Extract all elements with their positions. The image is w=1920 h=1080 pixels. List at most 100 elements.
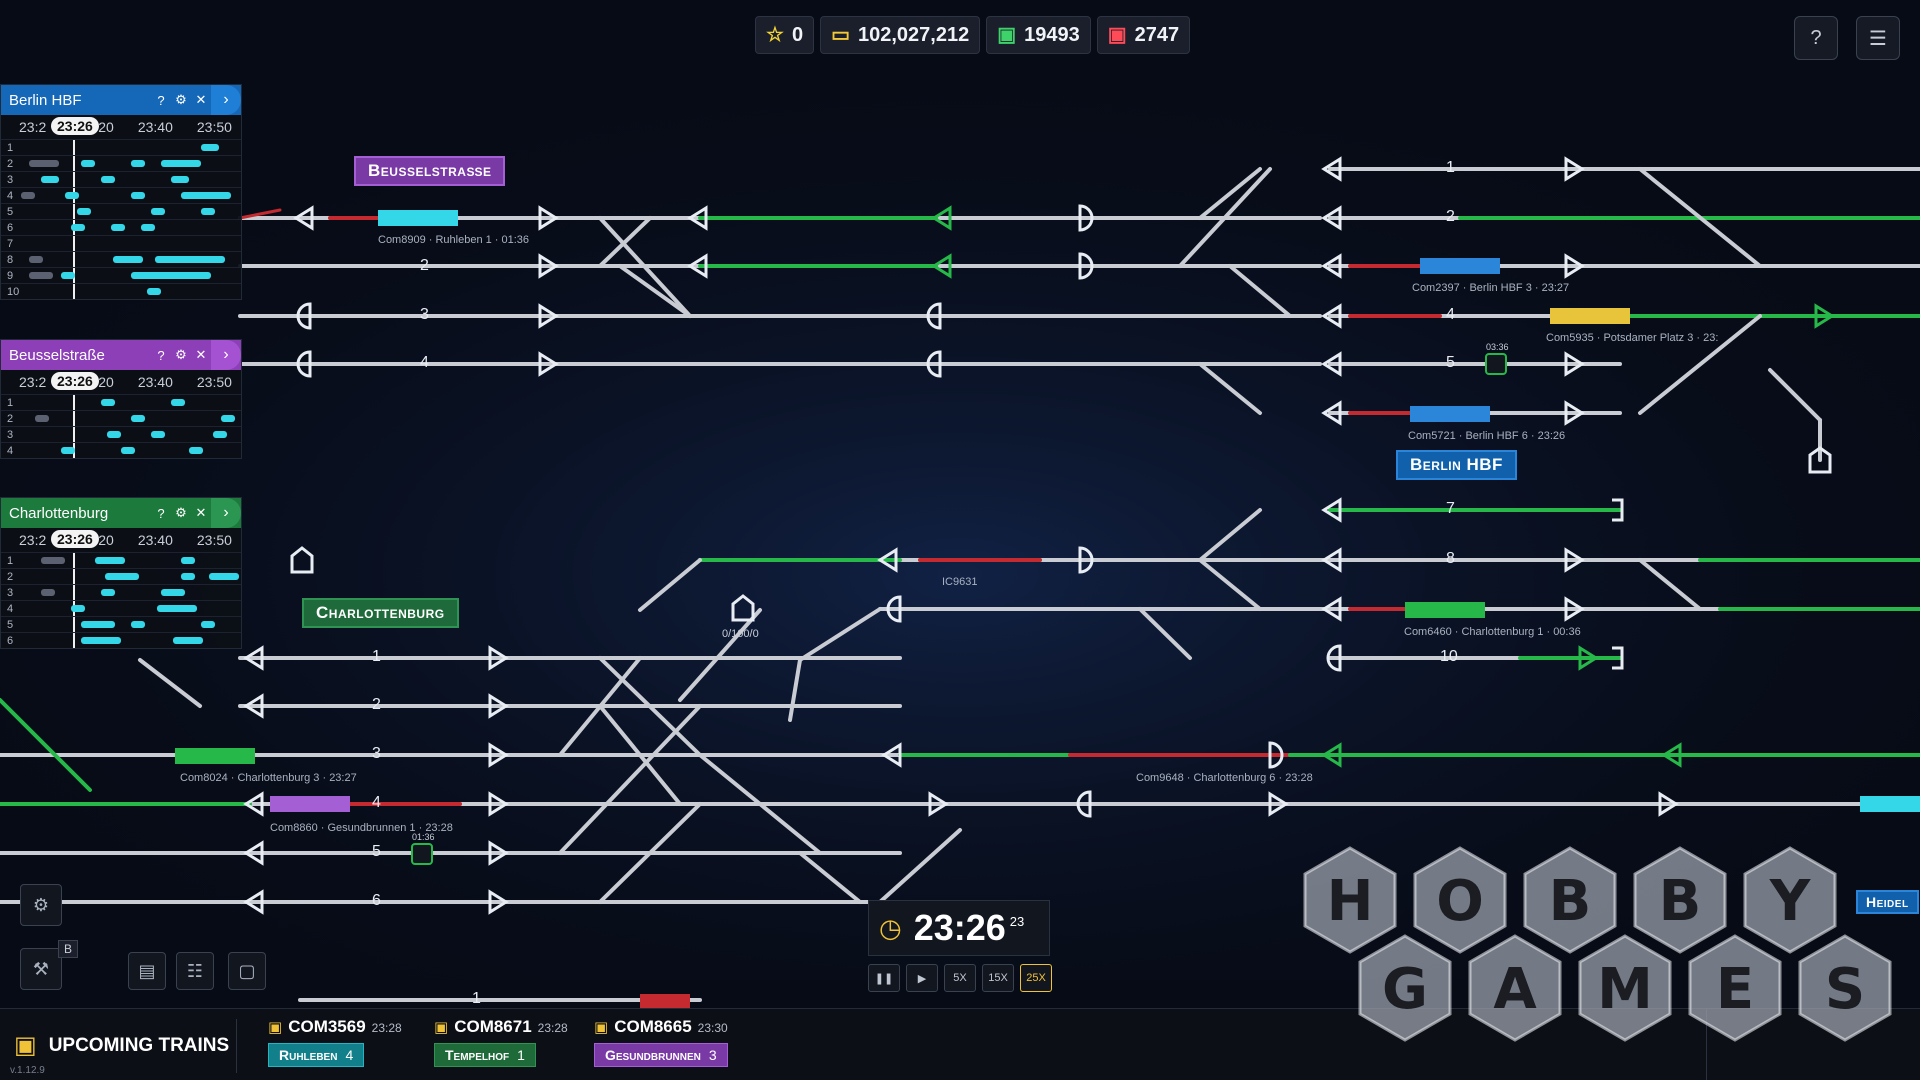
station-panel-charlottenburg[interactable]: Charlottenburg ? ⚙ ✕ › 23:2 20 23:40 23:… (0, 497, 242, 649)
report-tool-button[interactable]: ▢ (228, 952, 266, 990)
panel-header: Beusselstraße ? ⚙ ✕ › (1, 340, 241, 370)
track-number: 1 (372, 648, 381, 665)
timeline-row: 5 (1, 616, 241, 632)
timer-label: 01:36 (412, 832, 435, 842)
watermark-letter: E (1716, 957, 1754, 1022)
time-tick: 23:2 (19, 532, 47, 548)
train-label[interactable]: Com8860 · Gesundbrunnen 1 · 23:28 (270, 822, 453, 834)
close-icon[interactable]: ✕ (195, 92, 207, 107)
help-icon[interactable]: ? (157, 347, 165, 363)
station-label-charlottenburg[interactable]: Charlottenburg (302, 598, 459, 628)
trains-late-value: 2747 (1134, 23, 1180, 46)
station-label-berlin-hbf[interactable]: Berlin HBF (1396, 450, 1517, 480)
watermark-letter: B (1549, 869, 1592, 934)
train-label[interactable]: Com2397 · Berlin HBF 3 · 23:27 (1412, 282, 1570, 294)
speed-5x-button[interactable]: 5X (944, 964, 976, 992)
clock-time: 23:26 (913, 907, 1006, 948)
notes-tool-button[interactable]: ▤ (128, 952, 166, 990)
game-clock: ◷ 23:26 23 (868, 900, 1050, 956)
close-icon[interactable]: ✕ (195, 347, 207, 362)
trains-ontime-value: 19493 (1024, 23, 1080, 46)
train-label[interactable]: Com9648 · Charlottenburg 6 · 23:28 (1136, 772, 1313, 784)
panel-header: Charlottenburg ? ⚙ ✕ › (1, 498, 241, 528)
expand-arrow-icon[interactable]: › (211, 85, 241, 115)
timeline-header: 23:2 20 23:40 23:50 23:26 (1, 115, 241, 139)
station-label-heidelberg[interactable]: Heidel (1856, 890, 1919, 914)
divider (1706, 1009, 1707, 1080)
train-icon: ▣ (434, 1019, 449, 1036)
timeline-rows: 1 2 3 4 5 6 (1, 552, 241, 648)
hobby-games-watermark: H O B B Y G A M E S (1303, 846, 1892, 1042)
upcoming-trains-bar: ▣ Upcoming Trains v.1.12.9 ▣ COM3569 23:… (0, 1008, 1920, 1080)
upcoming-train[interactable]: ▣ COM8671 23:28 Tempelhof 1 (434, 1017, 568, 1067)
money-value: 102,027,212 (857, 23, 970, 46)
speed-15x-button[interactable]: 15X (982, 964, 1014, 992)
menu-icon: ☰ (1869, 27, 1887, 50)
wallet-icon: ▭ (831, 24, 850, 46)
track-number: 2 (372, 696, 381, 713)
track-number: 4 (1446, 306, 1455, 323)
timeline-row: 2 (1, 568, 241, 584)
timeline-row: 2 (1, 155, 241, 171)
station-label-beusselstrasse[interactable]: Beusselstraße (354, 156, 506, 186)
train-label[interactable]: Com6460 · Charlottenburg 1 · 00:36 (1404, 626, 1581, 638)
upcoming-title-text: Upcoming Trains (48, 1034, 230, 1056)
timeline-row: 8 (1, 251, 241, 267)
timeline-row: 4 (1, 187, 241, 203)
gear-icon[interactable]: ⚙ (175, 92, 187, 107)
train-icon: ▣ (268, 1019, 283, 1036)
help-icon[interactable]: ? (157, 92, 165, 108)
build-tool-button[interactable]: ⚒ (20, 948, 62, 990)
upcoming-train[interactable]: ▣ COM3569 23:28 Ruhleben 4 (268, 1017, 402, 1067)
filter-tool-button[interactable]: ☷ (176, 952, 214, 990)
worker-icon: ⚒ (32, 958, 50, 979)
track-number: 4 (420, 354, 429, 371)
train-label[interactable]: Com5935 · Potsdamer Platz 3 · 23: (1546, 332, 1719, 344)
help-icon[interactable]: ? (157, 505, 165, 521)
station-panel-berlin-hbf[interactable]: Berlin HBF ? ⚙ ✕ › 23:2 20 23:40 23:50 2… (0, 84, 242, 300)
train-label[interactable]: Com8024 · Charlottenburg 3 · 23:27 (180, 772, 357, 784)
stars-counter: ☆ 0 (755, 16, 815, 54)
close-icon[interactable]: ✕ (195, 505, 207, 520)
menu-button[interactable]: ☰ (1856, 16, 1900, 60)
train-label[interactable]: Com8909 · Ruhleben 1 · 01:36 (378, 234, 530, 246)
expand-arrow-icon[interactable]: › (211, 498, 241, 528)
help-button[interactable]: ? (1794, 16, 1838, 60)
pause-button[interactable]: ❚❚ (868, 964, 900, 992)
speed-25x-button[interactable]: 25X (1020, 964, 1052, 992)
gear-icon[interactable]: ⚙ (175, 347, 187, 362)
train-label[interactable]: IC9631 (942, 576, 978, 588)
trains-late-counter: ▣ 2747 (1096, 16, 1191, 54)
track-number: 2 (420, 257, 429, 274)
timeline-row: 1 (1, 394, 241, 410)
play-button[interactable]: ▶ (906, 964, 938, 992)
watermark-letter: A (1493, 957, 1537, 1022)
train-code: COM8671 (454, 1017, 532, 1036)
divider (236, 1019, 237, 1073)
panel-header: Berlin HBF ? ⚙ ✕ › (1, 85, 241, 115)
train-destination: Ruhleben 4 (268, 1043, 365, 1067)
panel-title: Berlin HBF (9, 91, 82, 109)
expand-arrow-icon[interactable]: › (211, 340, 241, 370)
watermark-letter: H (1327, 869, 1374, 934)
train-destination: Tempelhof 1 (434, 1043, 536, 1067)
train-label[interactable]: Com5721 · Berlin HBF 6 · 23:26 (1408, 430, 1566, 442)
clock-seconds: 23 (1009, 913, 1025, 929)
settings-tool-button[interactable]: ⚙ (20, 884, 62, 926)
time-tick: 23:50 (196, 119, 232, 135)
help-icon: ? (1810, 26, 1822, 49)
speed-controls: ❚❚ ▶ 5X 15X 25X (868, 964, 1052, 992)
timeline-row: 6 (1, 632, 241, 648)
track-number: 4 (372, 794, 381, 811)
train-time: 23:28 (537, 1021, 568, 1035)
track-number: 1 (472, 990, 481, 1007)
timeline-row: 3 (1, 426, 241, 442)
timeline-row: 10 (1, 283, 241, 299)
timeline-header: 23:2 20 23:40 23:50 23:26 (1, 370, 241, 394)
time-tick: 23:40 (137, 374, 173, 390)
gear-icon[interactable]: ⚙ (175, 505, 187, 520)
track-number: 3 (420, 306, 429, 323)
station-panel-beusselstrasse[interactable]: Beusselstraße ? ⚙ ✕ › 23:2 20 23:40 23:5… (0, 339, 242, 459)
upcoming-train[interactable]: ▣ COM8665 23:30 Gesundbrunnen 3 (594, 1017, 728, 1067)
sliders-icon: ☷ (186, 960, 204, 981)
